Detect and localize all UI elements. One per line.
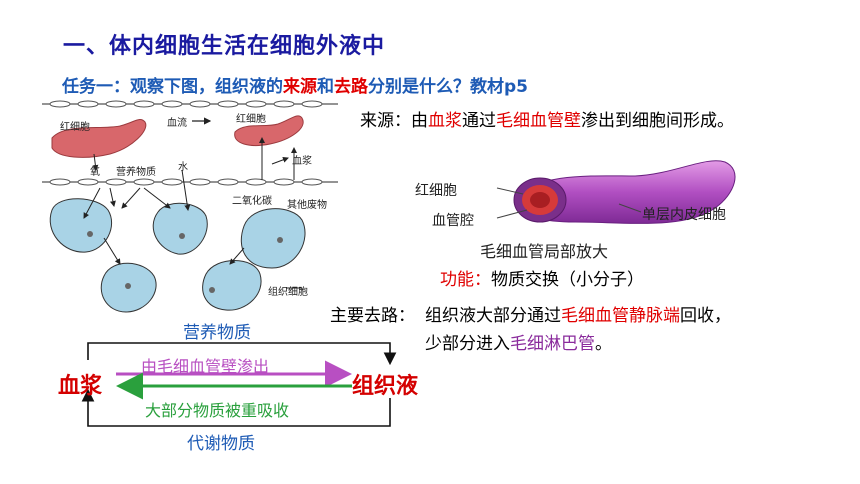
capillary-wall-top [42, 100, 338, 108]
capillary-caption: 毛细血管局部放大 [480, 242, 609, 261]
source-capillary-wall: 毛细血管壁 [496, 111, 581, 131]
function-text: 物质交换（小分子） [491, 270, 644, 290]
task-source-word: 来源 [283, 77, 317, 97]
source-via: 通过 [462, 111, 496, 131]
label-water: 水 [178, 162, 188, 173]
capillary-label-rbc: 红细胞 [415, 183, 457, 199]
capillary-label-endothelium: 单层内皮细胞 [642, 207, 726, 223]
main-route-line1c: 回收， [680, 306, 731, 326]
tissue-cell-2 [152, 202, 208, 255]
label-oxygen: 氧 [90, 167, 100, 178]
task-prefix: 任务一：观察下图，组织液的 [62, 77, 283, 97]
task-question: 任务一：观察下图，组织液的来源和去路分别是什么？教材p5 [62, 72, 528, 97]
function-statement: 功能：物质交换（小分子） [440, 265, 644, 290]
main-route-line1a: 组织液大部分通过 [425, 306, 561, 326]
cycle-loop [81, 342, 397, 427]
arrow-left-label: 大部分物质被重吸收 [145, 401, 290, 420]
source-label: 来源：由 [360, 111, 428, 131]
source-rest: 渗出到细胞间形成。 [581, 111, 734, 131]
label-rbc-left: 红细胞 [60, 122, 90, 133]
main-route-line2a: 少部分进入 [425, 334, 510, 354]
main-route-content: 组织液大部分通过毛细血管静脉端回收， 少部分进入毛细淋巴管。 [425, 302, 835, 358]
capillary-wall-bottom [42, 178, 338, 186]
label-co2: 二氧化碳 [232, 196, 272, 207]
source-statement: 来源：由血浆通过毛细血管壁渗出到细胞间形成。 [360, 106, 734, 131]
cycle-tissue-fluid: 组织液 [352, 374, 419, 399]
rbc-left [51, 119, 147, 158]
task-route-word: 去路 [334, 77, 368, 97]
cycle-plasma: 血浆 [58, 374, 103, 399]
main-route-line2c: 。 [595, 334, 612, 354]
label-rbc-right: 红细胞 [236, 114, 266, 125]
task-suffix: 分别是什么？教材p5 [368, 77, 528, 97]
task-and: 和 [317, 77, 334, 97]
cycle-bottom-label: 代谢物质 [187, 434, 255, 454]
source-plasma: 血浆 [428, 111, 462, 131]
tissue-cell-1 [49, 198, 113, 253]
cycle-diagram [81, 342, 397, 427]
label-plasma-flow: 血流 [167, 118, 187, 129]
main-route-venous-end: 毛细血管静脉端 [561, 306, 680, 326]
tissue-cell-3 [240, 208, 306, 269]
tissue-cell-5 [202, 260, 262, 311]
main-route-statement: 主要去路： 组织液大部分通过毛细血管静脉端回收， 少部分进入毛细淋巴管。 [330, 302, 845, 358]
exchange-diagram [42, 100, 338, 313]
label-plasma: 血浆 [292, 156, 312, 167]
capillary-illustration [496, 160, 736, 224]
main-route-label: 主要去路： [330, 306, 415, 326]
function-label: 功能： [440, 270, 491, 290]
label-tissue-cell: 组织细胞 [268, 287, 308, 298]
arrow-right-label: 由毛细血管壁渗出 [141, 357, 270, 376]
capillary-label-lumen: 血管腔 [432, 213, 474, 229]
main-route-lymph: 毛细淋巴管 [510, 334, 595, 354]
label-waste: 其他废物 [287, 200, 327, 211]
rbc-right [234, 115, 304, 146]
cycle-top-label: 营养物质 [183, 323, 251, 343]
page-title: 一、体内细胞生活在细胞外液中 [63, 34, 386, 59]
label-nutrients: 营养物质 [116, 167, 156, 178]
